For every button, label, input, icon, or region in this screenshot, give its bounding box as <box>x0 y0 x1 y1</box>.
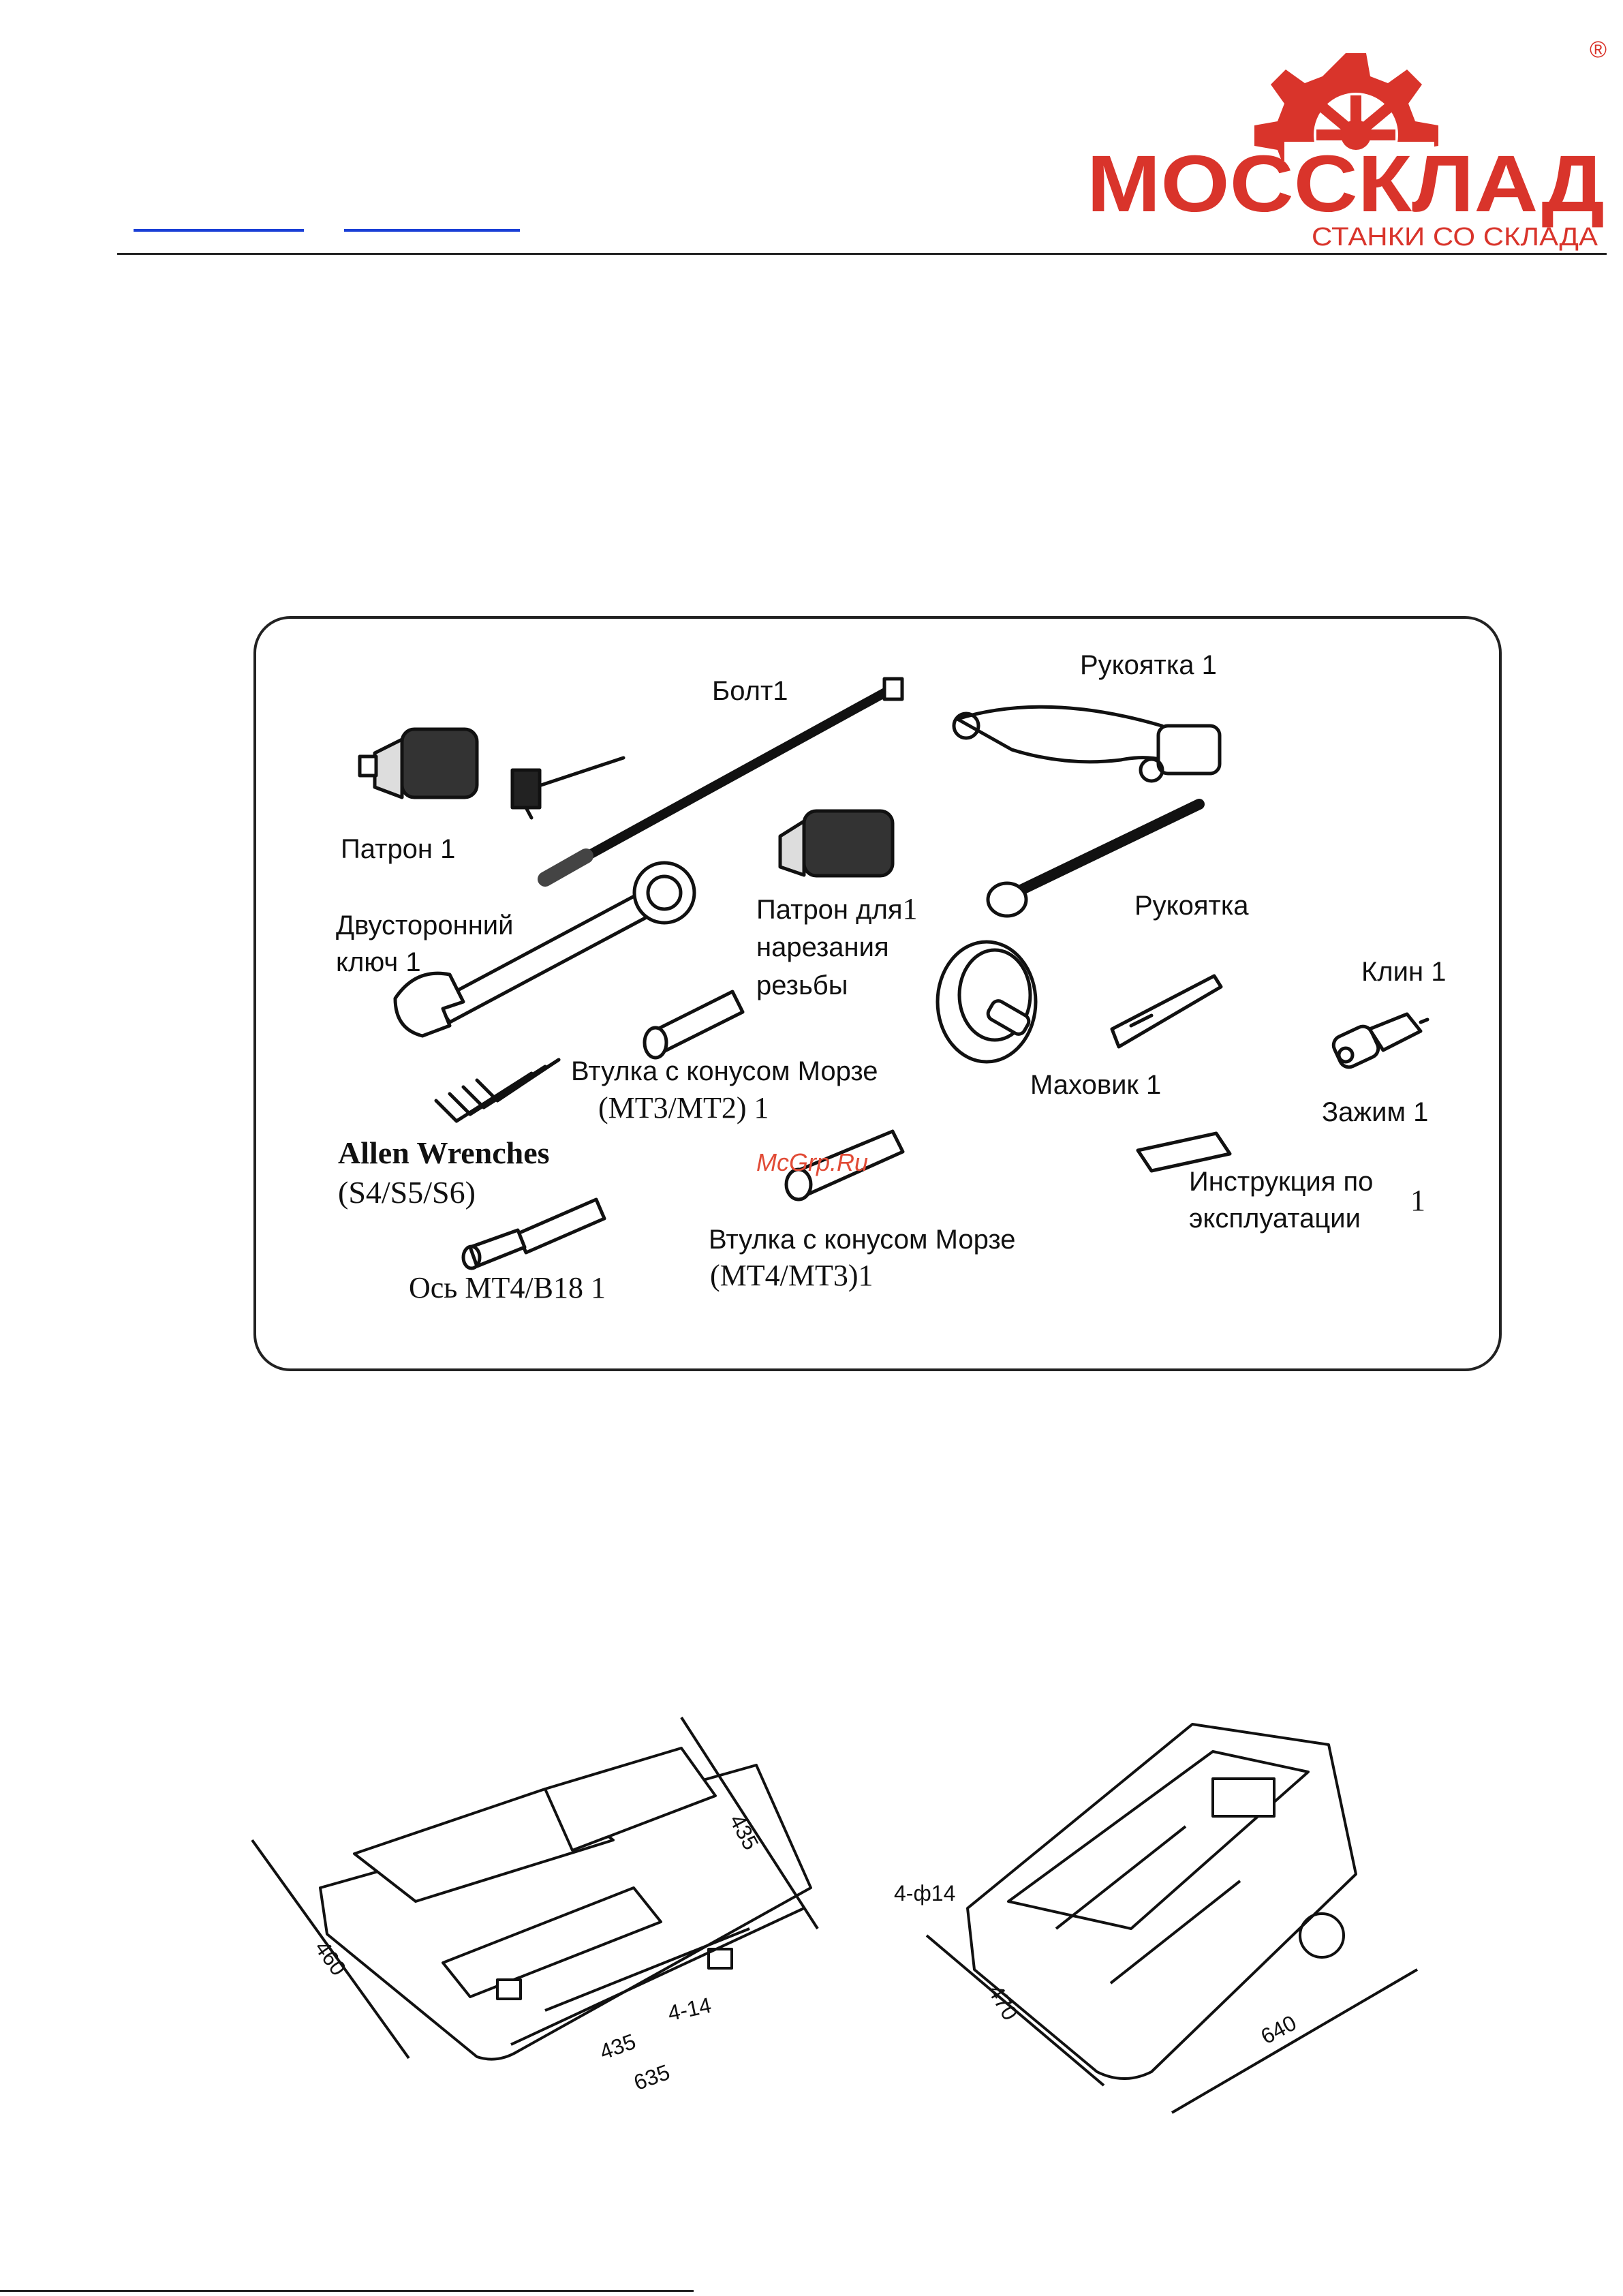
label-manual-line2: эксплуатации <box>1189 1204 1361 1234</box>
label-wrench-line1: Двусторонний <box>336 910 514 940</box>
morse-sleeve-2-icon <box>784 1129 905 1201</box>
label-allen-line2: (S4/S5/S6) <box>338 1175 476 1210</box>
header-divider <box>117 253 1607 255</box>
ball-handle-icon <box>986 799 1205 918</box>
allen-wrenches-icon <box>434 1058 561 1123</box>
brand-name: МОССКЛАД <box>1087 139 1605 229</box>
mossklad-logo: ® МОССКЛАД СТАНКИ СО СКЛАДА <box>1080 33 1611 251</box>
label-sleeve-1-line2: (МТ3/МТ2) 1 <box>598 1091 769 1124</box>
label-tap-chuck-line2: нарезания <box>756 932 889 962</box>
dim-line-640 <box>1171 1968 1419 2114</box>
clamp-icon <box>1331 1012 1429 1069</box>
left-base-drawing <box>251 1716 819 2061</box>
dim-line-435b <box>544 1927 750 2012</box>
label-tap-chuck-line3: резьбы <box>756 970 848 1000</box>
dim-line-460 <box>251 1839 410 2060</box>
manual-icon <box>1136 1131 1232 1173</box>
label-manual-qty: 1 <box>1410 1184 1425 1217</box>
label-allen-line1: Allen Wrenches <box>338 1135 550 1170</box>
label-sleeve-1-line1: Втулка с конусом Морзе <box>571 1056 878 1086</box>
lever-handle-icon <box>952 705 1222 783</box>
brand-tagline: СТАНКИ СО СКЛАДА <box>1312 223 1598 251</box>
label-handle-1: Рукоятка 1 <box>1080 650 1217 680</box>
label-wedge: Клин 1 <box>1361 957 1447 987</box>
gear-logo-icon: ® МОССКЛАД СТАНКИ СО СКЛАДА <box>1087 37 1607 251</box>
morse-sleeve-1-icon <box>643 990 745 1060</box>
base-drawings <box>251 1716 1419 2114</box>
watermark: McGrp.Ru <box>756 1148 869 1176</box>
handwheel-icon <box>936 940 1038 1064</box>
header-link-1[interactable] <box>134 229 304 232</box>
label-handwheel: Маховик 1 <box>1030 1070 1162 1100</box>
dim-line-470 <box>925 1934 1105 2087</box>
wrench-icon <box>393 861 696 1038</box>
header-link-2[interactable] <box>344 229 520 232</box>
label-clamp: Зажим 1 <box>1322 1097 1429 1127</box>
dim-holes-right: 4-ф14 <box>894 1881 956 1905</box>
chuck-key-icon <box>510 756 625 820</box>
label-tap-chuck-line1: Патрон для1 <box>756 892 918 925</box>
dim-line-635 <box>510 1907 805 2046</box>
tap-chuck-icon <box>778 809 895 878</box>
label-manual-line1: Инструкция по <box>1189 1167 1374 1197</box>
label-bolt: Болт1 <box>712 676 788 706</box>
accessories-illustration <box>358 677 1429 1270</box>
bolt-icon <box>538 677 904 887</box>
label-wrench-line2: ключ 1 <box>336 947 421 977</box>
registered-mark: ® <box>1590 37 1607 63</box>
dim-line-435a <box>680 1716 819 1930</box>
chuck-icon <box>358 727 479 799</box>
label-arbor: Ось МТ4/В18 1 <box>409 1271 606 1304</box>
arbor-icon <box>461 1197 606 1270</box>
label-handle-2: Рукоятка <box>1134 891 1249 921</box>
footer-divider <box>0 2290 694 2292</box>
wedge-icon <box>1110 974 1223 1049</box>
right-base-drawing <box>925 1723 1419 2114</box>
label-sleeve-2-line1: Втулка с конусом Морзе <box>709 1225 1016 1255</box>
label-chuck: Патрон 1 <box>341 834 456 864</box>
accessories-panel <box>253 616 1502 1371</box>
label-sleeve-2-line2: (МТ4/МТ3)1 <box>710 1259 874 1292</box>
